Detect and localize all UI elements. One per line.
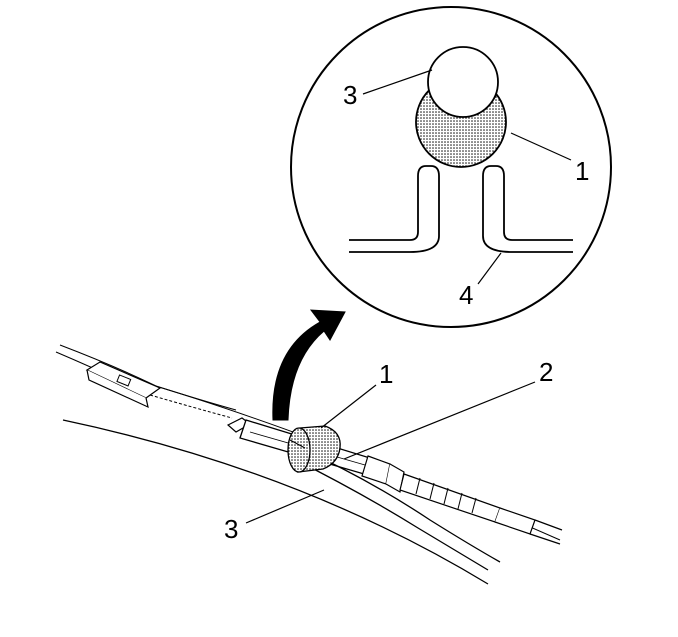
callout-cable: 3: [224, 514, 238, 544]
callout-detail-foam: 1: [575, 156, 589, 186]
callout-detail-bracket: 4: [459, 280, 473, 310]
cable: [291, 447, 501, 571]
foam-sleeve: [287, 425, 341, 473]
leader-lines: [245, 69, 572, 524]
detail-inset: [290, 6, 612, 328]
callout-hose: 2: [539, 357, 553, 387]
harness-connector: [85, 361, 162, 409]
callout-detail-cable: 3: [343, 80, 357, 110]
hose: [226, 417, 563, 545]
direction-arrow: [272, 309, 346, 421]
callout-foam-sleeve: 1: [379, 359, 393, 389]
